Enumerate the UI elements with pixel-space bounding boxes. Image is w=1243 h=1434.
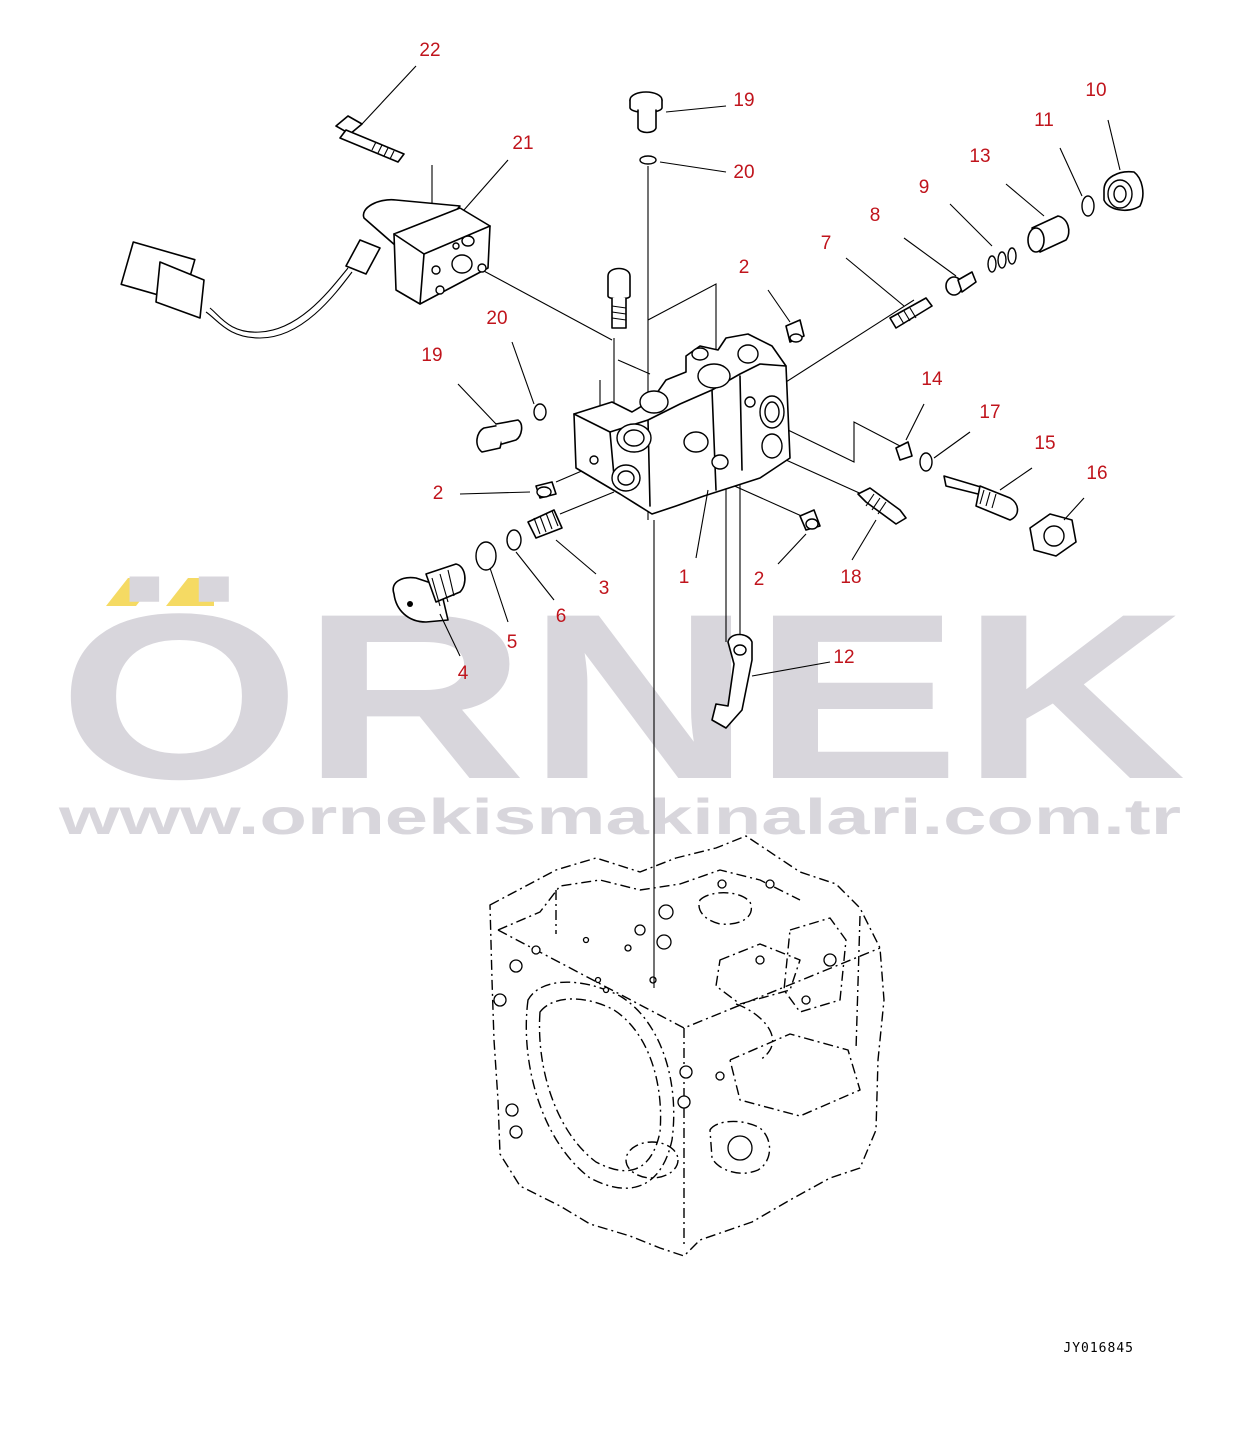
part-12-lever[interactable]: [711, 633, 753, 729]
part-20-o-ring-left[interactable]: [533, 403, 547, 421]
callout-9: 9: [919, 177, 930, 198]
callout-6: 6: [556, 606, 567, 627]
callout-5: 5: [507, 632, 518, 653]
part-11-o-ring[interactable]: [1081, 195, 1095, 217]
part-17-o-ring[interactable]: [919, 452, 933, 472]
callout-17: 17: [979, 402, 1000, 423]
callout-2-bottom: 2: [754, 569, 765, 590]
callout-20-top: 20: [733, 162, 754, 183]
part-18-fitting[interactable]: [857, 487, 907, 525]
part-14-plug[interactable]: [895, 441, 913, 461]
callout-21: 21: [512, 133, 533, 154]
part-3-plug[interactable]: [527, 509, 563, 539]
part-9-spring[interactable]: [987, 247, 1017, 273]
callout-15: 15: [1034, 433, 1055, 454]
callout-16: 16: [1086, 463, 1107, 484]
callout-12: 12: [833, 647, 854, 668]
part-22-bolt[interactable]: [335, 115, 405, 163]
part-6-o-ring[interactable]: [506, 529, 522, 551]
callout-11: 11: [1034, 110, 1054, 131]
callout-1: 1: [679, 567, 690, 588]
part-1-valve-body[interactable]: [573, 333, 791, 515]
part-2-plug-right[interactable]: [799, 509, 821, 531]
callout-leaders: [361, 65, 1121, 677]
watermark-accent-left: [106, 578, 158, 606]
part-19-plug-left[interactable]: [476, 419, 523, 453]
part-19-plug-top[interactable]: [629, 91, 663, 134]
callout-20-left: 20: [486, 308, 507, 329]
callout-numbers: 22 21 19 20 10 11 13 9 8 7 2 20 19 14 17…: [419, 40, 1107, 684]
callout-22: 22: [419, 40, 440, 61]
watermark-url: www.ornekismakinalari.com.tr: [57, 789, 1181, 845]
part-8-piston[interactable]: [945, 271, 977, 296]
part-16-nut[interactable]: [1029, 513, 1077, 557]
callout-3: 3: [599, 578, 610, 599]
part-21-solenoid-valve[interactable]: [120, 198, 491, 339]
callout-2-left: 2: [433, 483, 444, 504]
part-13-sleeve[interactable]: [1027, 215, 1070, 253]
callout-4: 4: [458, 663, 469, 684]
part-7-spool[interactable]: [889, 297, 933, 329]
callout-2-top: 2: [739, 257, 750, 278]
watermark: ÖRNEK www.ornekismakinalari.com.tr: [57, 565, 1186, 845]
callout-10: 10: [1085, 80, 1106, 101]
callout-18: 18: [840, 567, 861, 588]
part-5-o-ring[interactable]: [475, 541, 497, 571]
pump-housing-phantom: [489, 835, 885, 1257]
part-10-plug[interactable]: [1103, 170, 1144, 212]
part-4-plug-assembly[interactable]: [392, 563, 466, 623]
callout-7: 7: [821, 233, 832, 254]
callout-14: 14: [921, 369, 943, 390]
cap-screw[interactable]: [607, 267, 631, 329]
part-2-plug-top[interactable]: [785, 319, 805, 343]
part-15-valve[interactable]: [943, 475, 1019, 521]
part-20-o-ring-top[interactable]: [639, 155, 657, 165]
part-2-plug-left[interactable]: [535, 481, 557, 499]
drawing-code: JY016845: [1063, 1341, 1134, 1356]
callout-8: 8: [870, 205, 881, 226]
watermark-brand: ÖRNEK: [58, 565, 1186, 829]
watermark-accent-right: [166, 578, 214, 606]
callout-13: 13: [969, 146, 990, 167]
callout-19-left: 19: [421, 345, 442, 366]
callout-19-top: 19: [733, 90, 754, 111]
